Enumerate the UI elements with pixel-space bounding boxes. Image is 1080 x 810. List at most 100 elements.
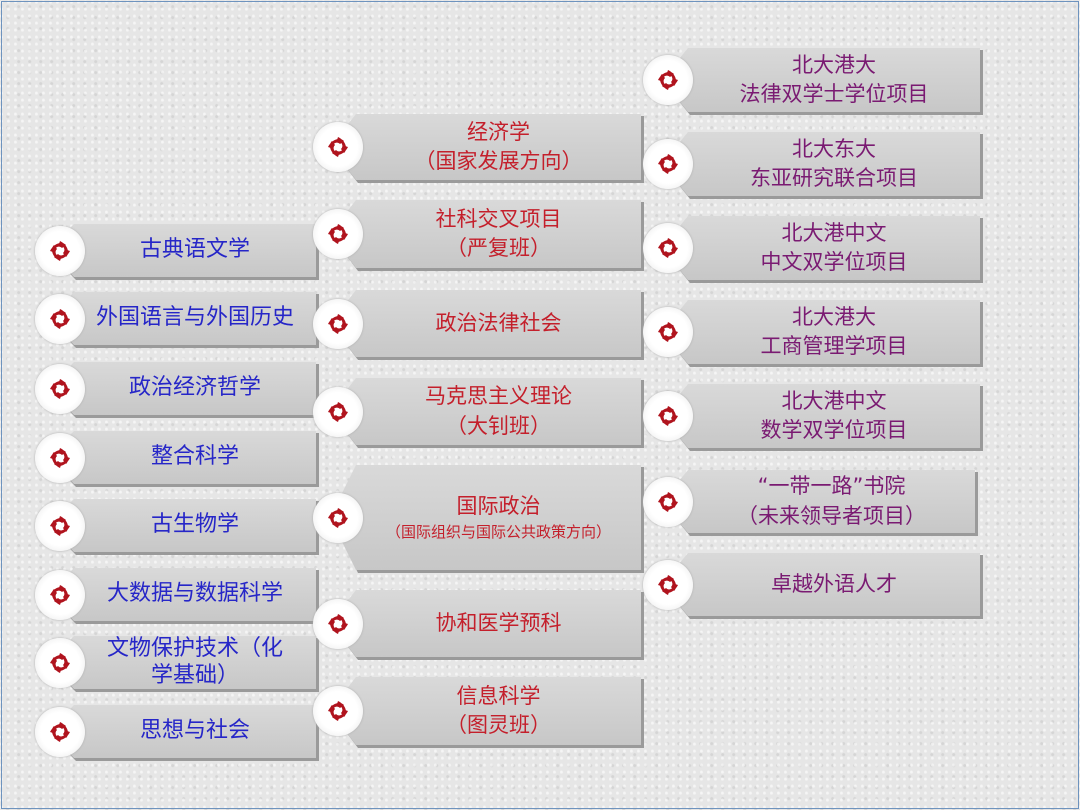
logo-circle <box>643 307 693 357</box>
pku-swirl-logo-icon <box>50 308 70 329</box>
program-label-line: 北大港大 <box>792 52 876 77</box>
right-column-item: 北大港中文数学双学位项目 <box>662 384 983 451</box>
pku-swirl-logo-icon <box>50 447 70 468</box>
program-label: 经济学（国家发展方向） <box>360 114 637 180</box>
program-label-line: 古典语文学 <box>139 237 250 263</box>
arrow-box <box>330 465 641 570</box>
arrow-box <box>662 216 980 280</box>
program-label: 国际政治 （国际组织与国际公共政策方向） <box>360 465 637 570</box>
program-label-line: 北大港大 <box>792 304 876 329</box>
left-column-item: 外国语言与外国历史 <box>48 292 319 348</box>
pku-swirl-logo-icon <box>50 652 70 673</box>
logo-circle <box>643 55 693 105</box>
pku-swirl-logo-icon <box>50 240 70 261</box>
arrow-box <box>48 362 316 415</box>
program-label-line: 学基础） <box>150 662 239 688</box>
arrow-box <box>330 677 641 745</box>
arrow-box <box>48 292 316 345</box>
program-label-line: 思想与社会 <box>139 718 250 744</box>
right-column-item: “一带一路”书院（未来领导者项目） <box>662 470 978 536</box>
left-column-item: 思想与社会 <box>48 705 319 761</box>
logo-circle <box>35 293 85 344</box>
program-label-line: （未来领导者项目） <box>737 503 926 528</box>
arrow-box <box>662 470 975 533</box>
arrow-box <box>330 590 641 657</box>
right-column-item: 卓越外语人才 <box>662 553 983 619</box>
arrow-box <box>48 224 316 277</box>
program-label: 信息科学（图灵班） <box>360 677 637 745</box>
pku-swirl-logo-icon <box>50 378 70 399</box>
left-column-item: 古生物学 <box>48 499 319 555</box>
middle-column-item: 信息科学（图灵班） <box>330 677 644 748</box>
pku-swirl-logo-icon <box>658 70 678 90</box>
program-label: 政治法律社会 <box>360 290 637 357</box>
arrow-box <box>330 200 641 268</box>
middle-column-item: 经济学（国家发展方向） <box>330 114 644 183</box>
left-column-item: 古典语文学 <box>48 224 319 280</box>
arrow-box <box>48 636 316 689</box>
program-label-line: （国际组织与国际公共政策方向） <box>385 523 611 542</box>
program-label-line: 马克思主义理论 <box>425 384 572 409</box>
logo-circle <box>35 363 85 414</box>
logo-circle <box>35 637 85 688</box>
middle-column-item: 马克思主义理论 （大钊班） <box>330 378 644 448</box>
logo-circle <box>643 139 693 189</box>
left-column-item: 政治经济哲学 <box>48 362 319 418</box>
arrow-box <box>48 431 316 484</box>
program-label-line: 北大港中文 <box>781 220 887 245</box>
program-label-line: 整合科学 <box>150 444 239 470</box>
logo-circle <box>313 686 363 736</box>
logo-circle <box>313 298 363 349</box>
program-label: 马克思主义理论 （大钊班） <box>360 378 637 445</box>
pku-swirl-logo-icon <box>658 491 678 512</box>
pku-swirl-logo-icon <box>328 137 348 157</box>
program-label-line: 中文双学位项目 <box>760 250 908 274</box>
program-label: 北大港中文中文双学位项目 <box>692 216 976 280</box>
program-label-line: 数学双学位项目 <box>760 418 908 442</box>
logo-circle <box>643 559 693 610</box>
arrow-box <box>48 568 316 621</box>
arrow-box <box>662 48 980 112</box>
logo-circle <box>643 391 693 441</box>
middle-column-item: 协和医学预科 <box>330 590 644 660</box>
logo-circle <box>313 598 363 649</box>
middle-column-item: 社科交叉项目 （严复班） <box>330 200 644 271</box>
program-label-line: 北大东大 <box>792 136 876 161</box>
program-label-line: 法律双学士学位项目 <box>739 82 929 106</box>
pku-swirl-logo-icon <box>328 701 348 721</box>
pku-swirl-logo-icon <box>658 322 678 342</box>
pku-swirl-logo-icon <box>50 584 70 605</box>
program-label-line: 国际政治 <box>456 493 541 518</box>
logo-circle <box>313 122 363 172</box>
pku-swirl-logo-icon <box>658 574 678 595</box>
pku-swirl-logo-icon <box>328 507 348 528</box>
program-label-line: （大钊班） <box>446 413 551 438</box>
arrow-box <box>48 705 316 758</box>
program-label-line: 文物保护技术（化 <box>106 636 283 662</box>
right-column-item: 北大港大工商管理学项目 <box>662 300 983 367</box>
logo-circle <box>35 432 85 483</box>
middle-column-item: 国际政治 （国际组织与国际公共政策方向） <box>330 465 644 573</box>
logo-circle <box>35 500 85 551</box>
program-label: 卓越外语人才 <box>692 553 976 616</box>
arrow-box <box>330 114 641 180</box>
logo-circle <box>313 386 363 437</box>
program-label-line: （严复班） <box>446 236 551 260</box>
pku-swirl-logo-icon <box>50 515 70 536</box>
logo-circle <box>643 476 693 527</box>
arrow-box <box>48 499 316 552</box>
program-label: 外国语言与外国历史 <box>78 292 312 345</box>
logo-circle <box>35 225 85 276</box>
program-label: 古典语文学 <box>78 224 312 277</box>
program-label: 北大东大东亚研究联合项目 <box>692 132 976 196</box>
program-label-line: 社科交叉项目 <box>435 206 562 231</box>
program-label: 大数据与数据科学 <box>78 568 312 621</box>
logo-circle <box>35 706 85 757</box>
program-label: 思想与社会 <box>78 705 312 758</box>
middle-column-item: 政治法律社会 <box>330 290 644 360</box>
arrow-box <box>662 300 980 364</box>
program-label-line: （国家发展方向） <box>414 149 583 173</box>
pku-swirl-logo-icon <box>658 406 678 426</box>
program-label-line: 古生物学 <box>150 512 239 538</box>
right-column-item: 北大港中文中文双学位项目 <box>662 216 983 283</box>
